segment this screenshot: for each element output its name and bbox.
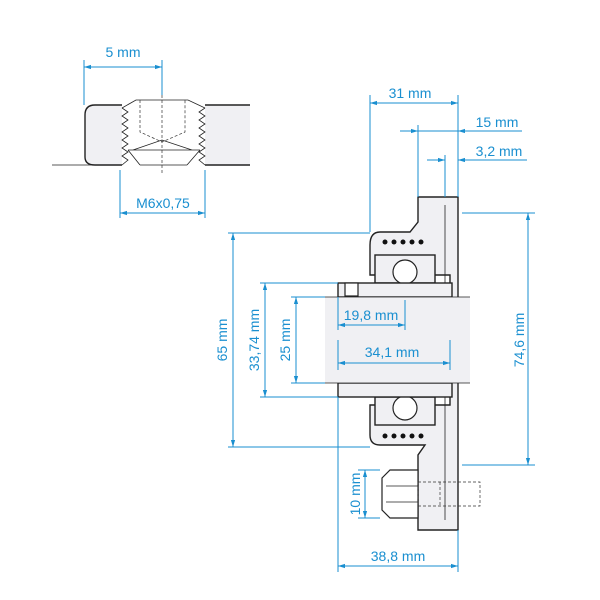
inner-ring-bottom — [337, 382, 453, 398]
dim-label-flange-height: 74,6 mm — [511, 313, 527, 367]
dim-label-inner-ring-diameter: 33,74 mm — [246, 309, 262, 371]
grease-holes — [382, 239, 424, 439]
dimension-thread: M6x0,75 — [119, 170, 206, 218]
dimension-flange-height: 74,6 mm — [511, 213, 531, 465]
ball-top — [392, 259, 418, 285]
bolt — [417, 481, 481, 507]
dim-label-flange-thickness: 15 mm — [476, 114, 519, 130]
dim-label-overall-depth: 31 mm — [389, 85, 432, 101]
dimension-total-width: 38,8 mm — [338, 548, 458, 569]
dimension-bolt-diameter: 10 mm — [347, 470, 368, 518]
set-screw-detail — [52, 95, 250, 175]
dim-label-thread: M6x0,75 — [136, 195, 190, 211]
dim-label-set-screw-offset: 5 mm — [106, 44, 141, 60]
dimension-housing-diameter: 65 mm — [214, 233, 236, 447]
dimension-flange-step: 3,2 mm — [427, 143, 527, 163]
dimension-bore-diameter: 25 mm — [277, 297, 299, 383]
dimension-overall-depth: 31 mm — [370, 85, 458, 106]
dim-label-inner-ring-width: 34,1 mm — [365, 344, 419, 360]
dimension-inner-ring-offset: 19,8 mm — [337, 297, 406, 330]
dim-label-total-width: 38,8 mm — [371, 548, 425, 564]
dimension-inner-ring-width: 34,1 mm — [337, 340, 451, 370]
set-screw — [344, 282, 359, 297]
dimension-flange-thickness: 15 mm — [400, 114, 522, 134]
dim-label-flange-step: 3,2 mm — [476, 143, 523, 159]
shaft — [325, 297, 470, 383]
dimension-set-screw-offset: 5 mm — [83, 44, 163, 105]
extension-lines — [228, 95, 535, 572]
bearing-unit-section — [325, 196, 481, 531]
ball-bottom — [392, 395, 418, 421]
dim-label-bore-diameter: 25 mm — [277, 319, 293, 362]
dim-label-inner-ring-offset: 19,8 mm — [344, 307, 398, 323]
dim-label-housing-diameter: 65 mm — [214, 319, 230, 362]
nut — [381, 469, 419, 519]
dim-label-bolt-diameter: 10 mm — [347, 473, 363, 516]
dimension-inner-ring-diameter: 33,74 mm — [246, 283, 268, 397]
